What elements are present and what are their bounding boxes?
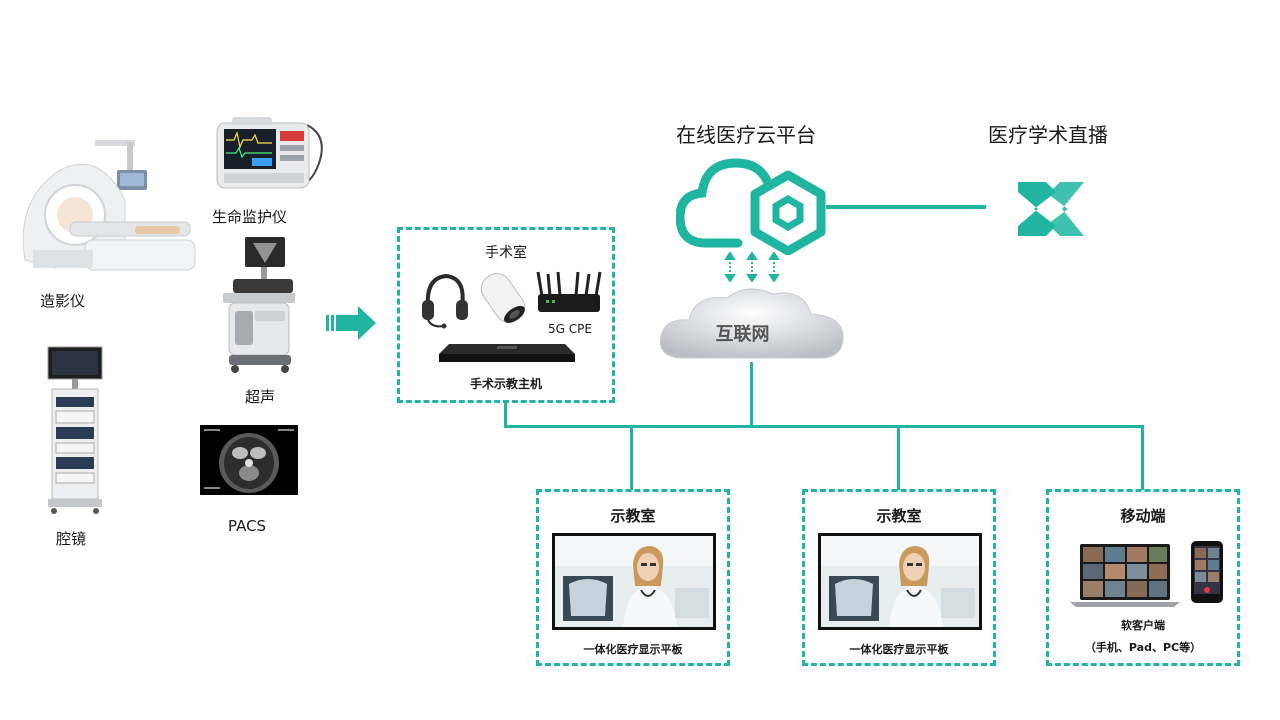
teaching-host-device-icon (437, 340, 577, 366)
operating-room-box (397, 227, 615, 403)
imaging-label: 造影仪 (40, 292, 86, 310)
pacs-image (200, 425, 298, 495)
imaging-device-image (15, 140, 200, 290)
teaching-host-label: 手术示教主机 (469, 377, 542, 391)
teaching-room-box-1 (536, 489, 730, 666)
smartphone-icon (1190, 540, 1224, 604)
display-panel-caption-1: 一体化医疗显示平板 (583, 643, 683, 656)
endoscope-label: 腔镜 (56, 530, 87, 548)
live-stream-title: 医疗学术直播 (988, 123, 1108, 147)
cloud-platform-logo-icon (676, 155, 826, 255)
soft-client-caption: 软客户端 (1121, 619, 1165, 632)
horizontal-bus-line (504, 425, 1144, 428)
internet-down-line (750, 362, 753, 427)
soft-client-devices-caption: （手机、Pad、PC等） (1084, 641, 1202, 654)
ultrasound-label: 超声 (245, 388, 276, 406)
headset-icon (420, 270, 470, 330)
drop-line-3 (1141, 425, 1144, 490)
drop-line-1 (630, 425, 633, 490)
medical-display-panel-1 (552, 533, 716, 630)
vital-monitor-label: 生命监护仪 (212, 208, 288, 226)
mobile-box (1046, 489, 1240, 666)
display-panel-caption-2: 一体化医疗显示平板 (849, 643, 949, 656)
internet-cloud-icon (655, 280, 850, 365)
mobile-title: 移动端 (1120, 507, 1166, 525)
operating-room-title: 手术室 (485, 245, 527, 261)
endoscope-tower-image (42, 345, 107, 515)
internet-label: 互联网 (715, 324, 770, 345)
teaching-room-box-2 (802, 489, 996, 666)
cpe-label: 5G CPE (548, 322, 592, 336)
pacs-label: PACS (228, 517, 267, 535)
or-down-line (504, 403, 507, 427)
laptop-icon (1070, 542, 1180, 608)
medical-display-panel-2 (818, 533, 982, 630)
5g-cpe-router-icon (536, 270, 602, 316)
teaching-room-title-2: 示教室 (876, 507, 922, 525)
cloud-to-live-connector (826, 205, 986, 209)
flow-arrow-icon (326, 306, 378, 340)
drop-line-2 (897, 425, 900, 490)
bidirectional-arrows-icon (722, 252, 786, 282)
teaching-room-title-1: 示教室 (610, 507, 656, 525)
live-stream-logo-icon (1016, 180, 1086, 238)
vital-monitor-image (212, 115, 327, 195)
ultrasound-image (215, 235, 300, 375)
cloud-platform-title: 在线医疗云平台 (676, 123, 816, 147)
camera-icon (474, 268, 532, 328)
